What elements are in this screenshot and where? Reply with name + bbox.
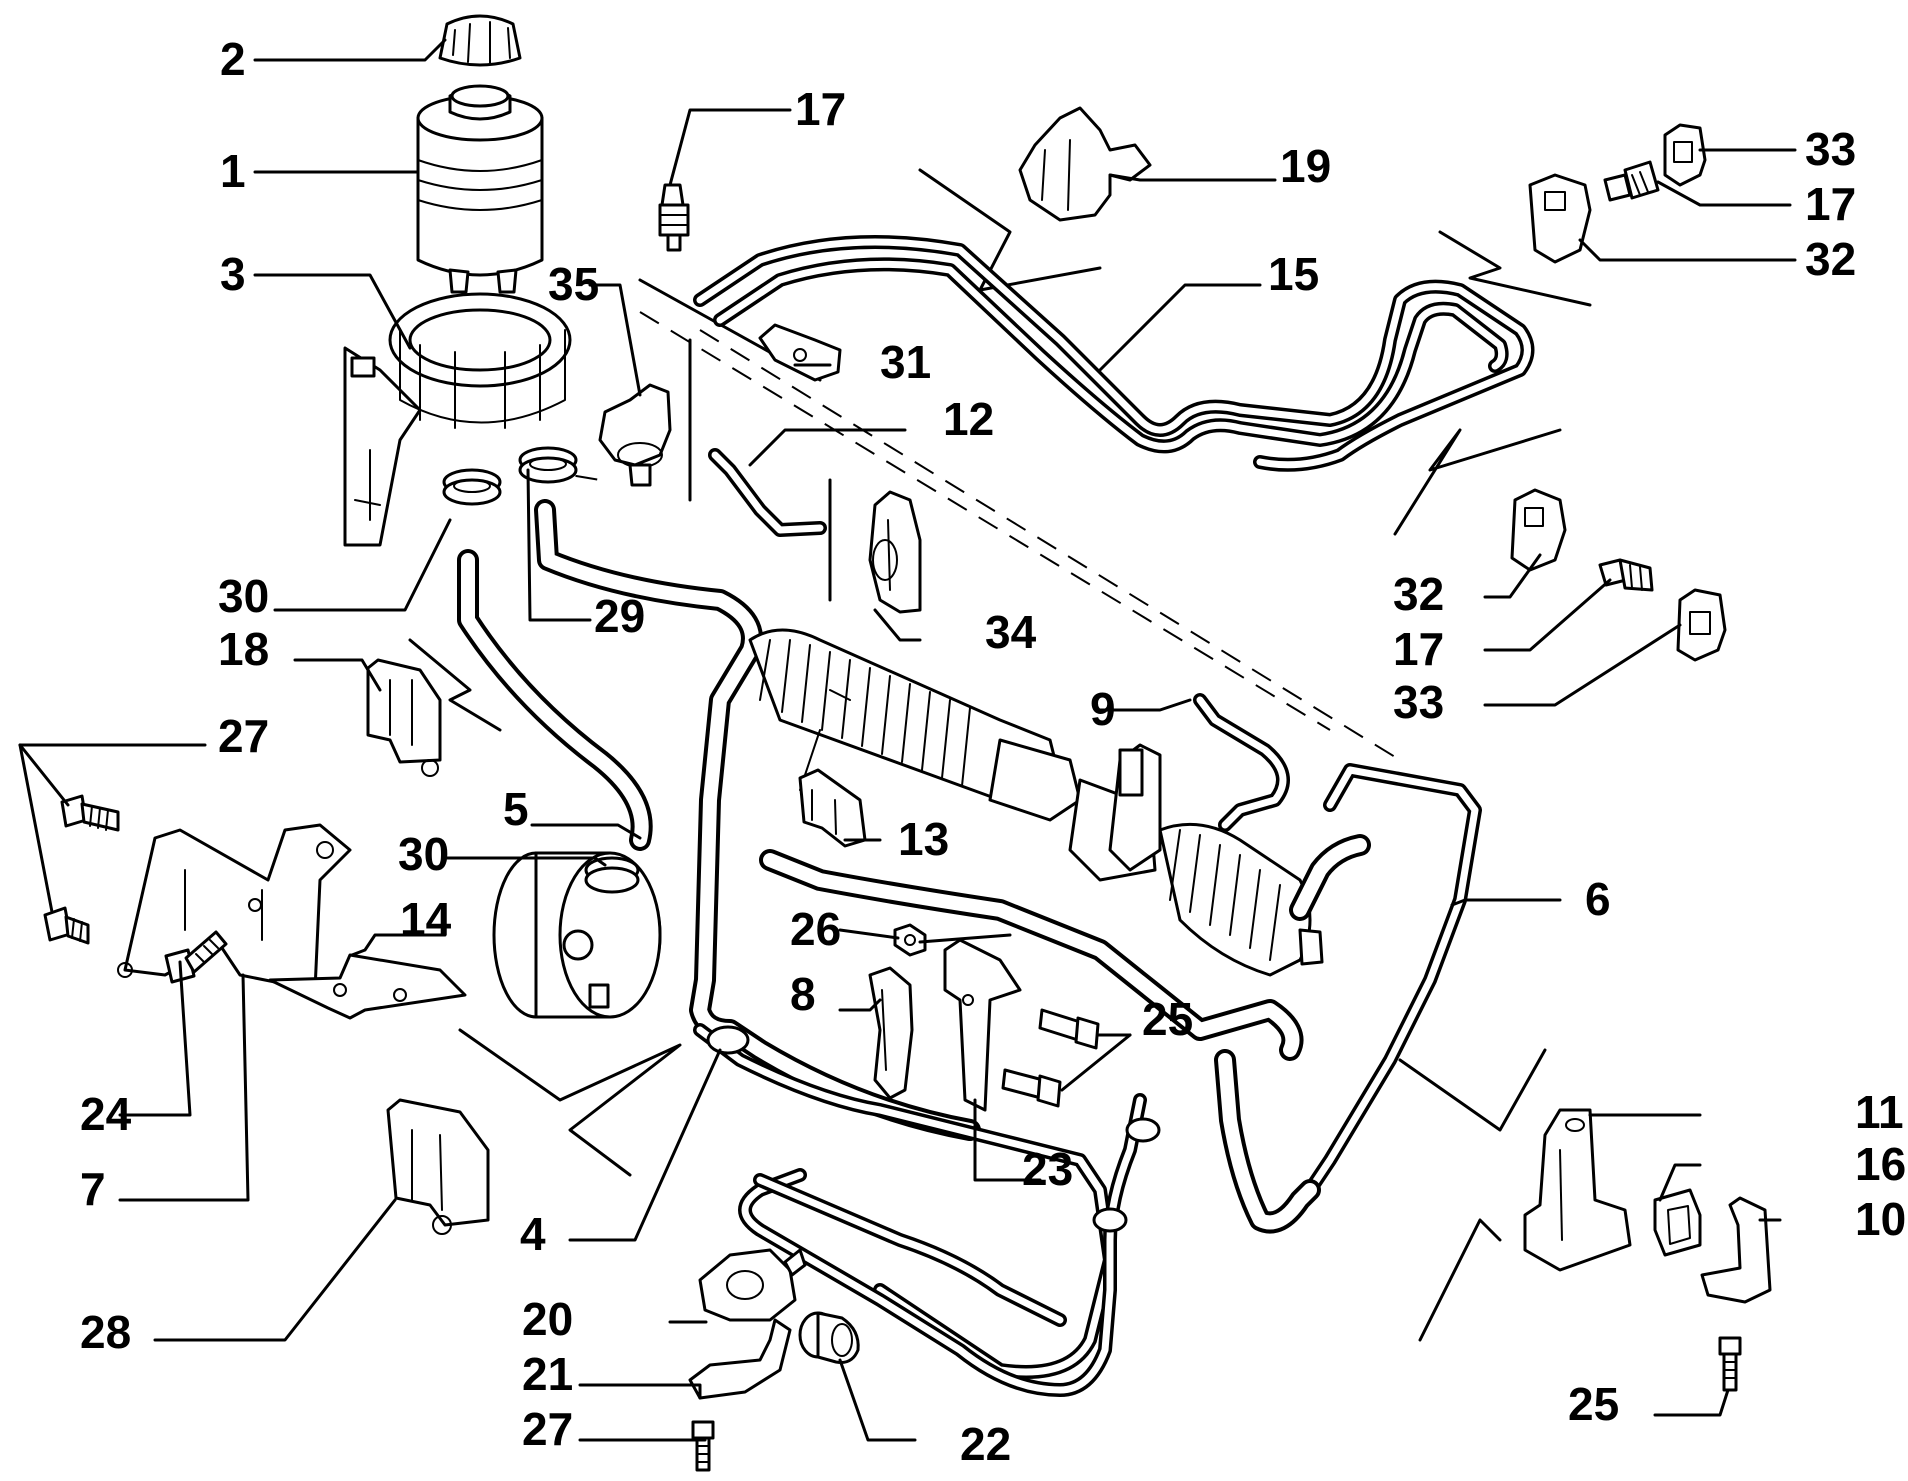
callout-31: 31: [880, 336, 931, 388]
bolt-27-bottom: [691, 1420, 715, 1472]
callout-26: 26: [790, 903, 841, 955]
pipe-12-part: [708, 448, 827, 537]
pipe-9-part: [1193, 693, 1290, 832]
clip-16-part: [1653, 1188, 1702, 1257]
reservoir-assembly: [343, 14, 572, 547]
callout-32: 32: [1393, 568, 1444, 620]
callout-33: 33: [1393, 676, 1444, 728]
callout-30: 30: [398, 828, 449, 880]
callout-14: 14: [400, 893, 452, 945]
callout-6: 6: [1585, 873, 1611, 925]
callout-23: 23: [1022, 1143, 1073, 1195]
callout-27: 27: [218, 710, 269, 762]
bolt-27-lower: [43, 906, 90, 945]
callout-7: 7: [80, 1163, 106, 1215]
callout-22: 22: [960, 1418, 1011, 1470]
reservoir-bracket-part: [343, 292, 572, 547]
fitting-35-part: [598, 383, 672, 487]
connector-33-upper: [1663, 123, 1707, 187]
holder-32-lower: [1510, 488, 1567, 572]
callout-3: 3: [220, 248, 246, 300]
callout-17: 17: [795, 83, 846, 135]
callout-28: 28: [80, 1306, 131, 1358]
callout-32: 32: [1805, 233, 1856, 285]
steering-rack-part: [748, 628, 1324, 977]
reservoir-part: [416, 84, 544, 294]
pressure-switch-17-left: [658, 183, 690, 252]
callout-34: 34: [985, 606, 1037, 658]
holder-32-upper: [1528, 173, 1592, 264]
pressure-pipe: [534, 499, 981, 1141]
bolt-27-upper: [60, 794, 120, 832]
suction-hose-part: [457, 549, 653, 851]
callout-1: 1: [220, 145, 246, 197]
callout-18: 18: [218, 623, 269, 675]
grommet-22-part: [798, 1311, 860, 1364]
bracket-14-part: [268, 953, 467, 1020]
pipe-6-part: [1214, 763, 1482, 1234]
callout-13: 13: [898, 813, 949, 865]
callout-24: 24: [80, 1088, 132, 1140]
callout-29: 29: [594, 590, 645, 642]
pressure-switch-17-lower: [1598, 558, 1654, 592]
clip-19-part: [1018, 106, 1152, 222]
callout-10: 10: [1855, 1193, 1906, 1245]
bracket-28-part: [386, 1098, 490, 1235]
steering-pump-part: [492, 851, 662, 1019]
pressure-switch-17-upper: [1603, 160, 1660, 202]
break-markers: [408, 168, 1592, 1342]
callout-9: 9: [1090, 683, 1116, 735]
callout-11: 11: [1855, 1086, 1904, 1138]
callout-25: 25: [1142, 993, 1193, 1045]
callout-35: 35: [548, 258, 599, 310]
callout-19: 19: [1280, 140, 1331, 192]
callout-16: 16: [1855, 1138, 1906, 1190]
callout-17: 17: [1393, 623, 1444, 675]
connector-31-part: [758, 323, 842, 382]
bracket-21-part: [688, 1318, 792, 1400]
clip-10-part: [1700, 1196, 1772, 1304]
pump-bracket-7-part: [117, 823, 352, 992]
clip-8-part: [868, 966, 914, 1100]
callout-12: 12: [943, 393, 994, 445]
clamp-20-part: [698, 1248, 807, 1322]
hose-clamp-29: [518, 446, 578, 484]
callout-labels: 2 1 3 17 19 15 33 17 32 35 31 12 30 29 3…: [80, 33, 1906, 1470]
pipe-4-part: [693, 849, 1304, 1397]
callout-2: 2: [220, 33, 246, 85]
bracket-23-part: [943, 938, 1022, 1112]
clip-13-part: [798, 768, 867, 848]
bolt-25-upper: [1038, 1008, 1100, 1050]
callout-4: 4: [520, 1208, 546, 1260]
clip-34-part: [868, 490, 922, 614]
bolt-25-middle: [1001, 1068, 1062, 1108]
callout-27: 27: [522, 1403, 573, 1455]
connector-33-lower: [1676, 588, 1727, 662]
bolt-24: [164, 930, 228, 984]
assembly-guide-lines: [539, 311, 1401, 761]
bracket-18-part: [366, 658, 442, 777]
callout-30: 30: [218, 570, 269, 622]
callout-8: 8: [790, 968, 816, 1020]
reservoir-cap-part: [438, 14, 522, 67]
nut-26: [893, 923, 927, 957]
callout-15: 15: [1268, 248, 1319, 300]
leader-lines: [18, 38, 1797, 1442]
callout-25: 25: [1568, 1378, 1619, 1430]
bracket-11-part: [1523, 1108, 1632, 1272]
callout-17: 17: [1805, 178, 1856, 230]
callout-20: 20: [522, 1293, 573, 1345]
hose-clamp-30-upper: [442, 468, 502, 506]
bolt-25-right: [1718, 1336, 1742, 1392]
callout-21: 21: [522, 1348, 573, 1400]
callout-33: 33: [1805, 123, 1856, 175]
callout-5: 5: [503, 783, 529, 835]
return-hose: [1289, 834, 1371, 921]
pipe-15-part: [693, 235, 1535, 472]
